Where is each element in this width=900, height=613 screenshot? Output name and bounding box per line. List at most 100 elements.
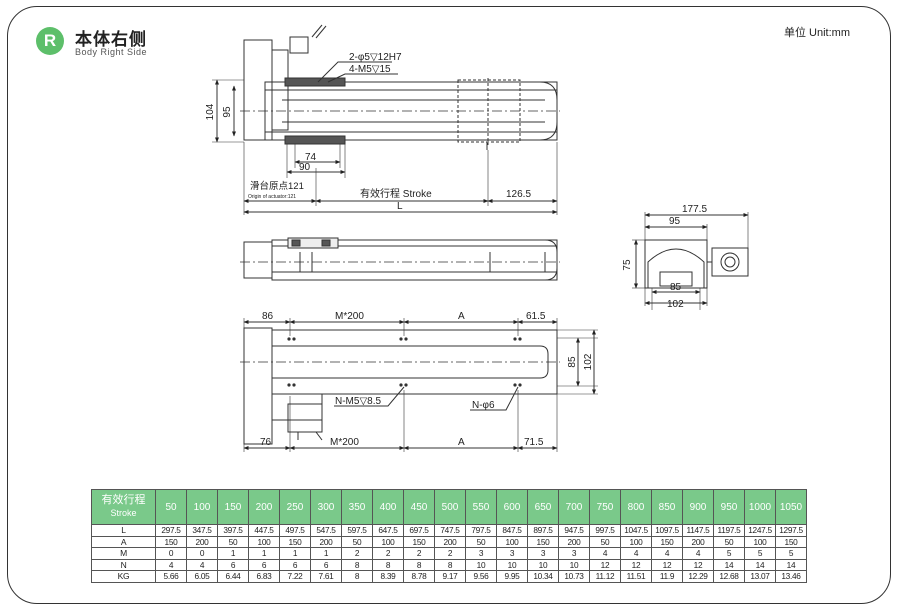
table-cell: 150 xyxy=(403,535,435,548)
table-cell: 4 xyxy=(155,558,187,571)
table-cell: 200 xyxy=(310,535,342,548)
table-cell: 847.5 xyxy=(496,524,528,537)
table-cell: 1147.5 xyxy=(682,524,714,537)
dim-m200-bottom: M*200 xyxy=(330,437,359,448)
table-cell: 8 xyxy=(403,558,435,571)
table-cell: 6.83 xyxy=(248,570,280,583)
table-cell: 9.95 xyxy=(496,570,528,583)
stroke-col-header: 400 xyxy=(372,489,404,525)
table-cell: 1197.5 xyxy=(713,524,745,537)
table-cell: 747.5 xyxy=(434,524,466,537)
row-label: N xyxy=(91,558,156,571)
table-cell: 10.34 xyxy=(527,570,559,583)
table-cell: 797.5 xyxy=(465,524,497,537)
callout-phi6: N-φ6 xyxy=(472,400,495,411)
dim-177-5: 177.5 xyxy=(682,204,707,215)
section-title-en: Body Right Side xyxy=(75,47,148,57)
dim-a-top: A xyxy=(458,311,465,322)
table-cell: 6.44 xyxy=(217,570,249,583)
table-cell: 12 xyxy=(651,558,683,571)
table-cell: 5.66 xyxy=(155,570,187,583)
dim-m200-top: M*200 xyxy=(335,311,364,322)
bottom-motor xyxy=(271,393,323,421)
table-cell: 3 xyxy=(527,547,559,560)
table-cell: 547.5 xyxy=(310,524,342,537)
dim-71-5: 71.5 xyxy=(524,437,544,448)
origin-label-en: Origin of actuator:121 xyxy=(248,194,296,200)
table-cell: 1 xyxy=(279,547,311,560)
stroke-col-header: 950 xyxy=(713,489,745,525)
table-cell: 3 xyxy=(558,547,590,560)
table-cell: 13.46 xyxy=(775,570,807,583)
table-cell: 200 xyxy=(558,535,590,548)
dim-L: L xyxy=(397,201,403,212)
table-cell: 5 xyxy=(775,547,807,560)
table-cell: 150 xyxy=(527,535,559,548)
stroke-col-header: 250 xyxy=(279,489,311,525)
table-cell: 10 xyxy=(465,558,497,571)
table-cell: 50 xyxy=(341,535,373,548)
table-cell: 447.5 xyxy=(248,524,280,537)
stroke-col-header: 550 xyxy=(465,489,497,525)
dim-90: 90 xyxy=(299,162,311,173)
table-cell: 4 xyxy=(186,558,218,571)
table-cell: 50 xyxy=(713,535,745,548)
table-cell: 8 xyxy=(434,558,466,571)
table-cell: 100 xyxy=(496,535,528,548)
table-cell: 6.05 xyxy=(186,570,218,583)
table-cell: 12 xyxy=(682,558,714,571)
table-cell: 12.68 xyxy=(713,570,745,583)
dim-74: 74 xyxy=(305,152,317,163)
end-motor xyxy=(711,247,749,277)
table-cell: 12 xyxy=(620,558,652,571)
dim-86: 86 xyxy=(262,311,274,322)
table-cell: 1097.5 xyxy=(651,524,683,537)
table-cell: 3 xyxy=(496,547,528,560)
table-cell: 997.5 xyxy=(589,524,621,537)
table-cell: 6 xyxy=(248,558,280,571)
table-cell: 11.9 xyxy=(651,570,683,583)
section-title-cn: 本体右侧 xyxy=(75,30,147,49)
table-cell: 100 xyxy=(248,535,280,548)
table-cell: 947.5 xyxy=(558,524,590,537)
dim-76: 76 xyxy=(260,437,272,448)
dim-a-bottom: A xyxy=(458,437,465,448)
stroke-header-en: Stroke xyxy=(110,508,137,518)
drawing-frame xyxy=(7,6,891,604)
table-cell: 897.5 xyxy=(527,524,559,537)
table-cell: 2 xyxy=(434,547,466,560)
table-cell: 697.5 xyxy=(403,524,435,537)
table-cell: 4 xyxy=(589,547,621,560)
table-cell: 8.78 xyxy=(403,570,435,583)
end-body xyxy=(644,239,708,289)
table-cell: 647.5 xyxy=(372,524,404,537)
table-cell: 8 xyxy=(372,558,404,571)
table-cell: 11.12 xyxy=(589,570,621,583)
section-badge: R xyxy=(36,27,64,55)
stroke-header-cell: 有效行程 Stroke xyxy=(91,489,156,525)
stroke-col-header: 450 xyxy=(403,489,435,525)
stroke-col-header: 600 xyxy=(496,489,528,525)
table-cell: 11.51 xyxy=(620,570,652,583)
table-cell: 0 xyxy=(186,547,218,560)
table-cell: 7.22 xyxy=(279,570,311,583)
row-label: A xyxy=(91,535,156,548)
row-label: M xyxy=(91,547,156,560)
dim-61-5: 61.5 xyxy=(526,311,546,322)
hole-spec-dowel: 2-φ5▽12H7 xyxy=(349,52,402,63)
dim-102-end: 102 xyxy=(667,299,684,310)
table-cell: 100 xyxy=(372,535,404,548)
table-cell: 597.5 xyxy=(341,524,373,537)
table-cell: 1 xyxy=(217,547,249,560)
dim-85-bottom: 85 xyxy=(567,356,578,368)
table-cell: 13.07 xyxy=(744,570,776,583)
table-cell: 9.17 xyxy=(434,570,466,583)
table-cell: 10 xyxy=(496,558,528,571)
stroke-col-header: 900 xyxy=(682,489,714,525)
table-cell: 6 xyxy=(310,558,342,571)
